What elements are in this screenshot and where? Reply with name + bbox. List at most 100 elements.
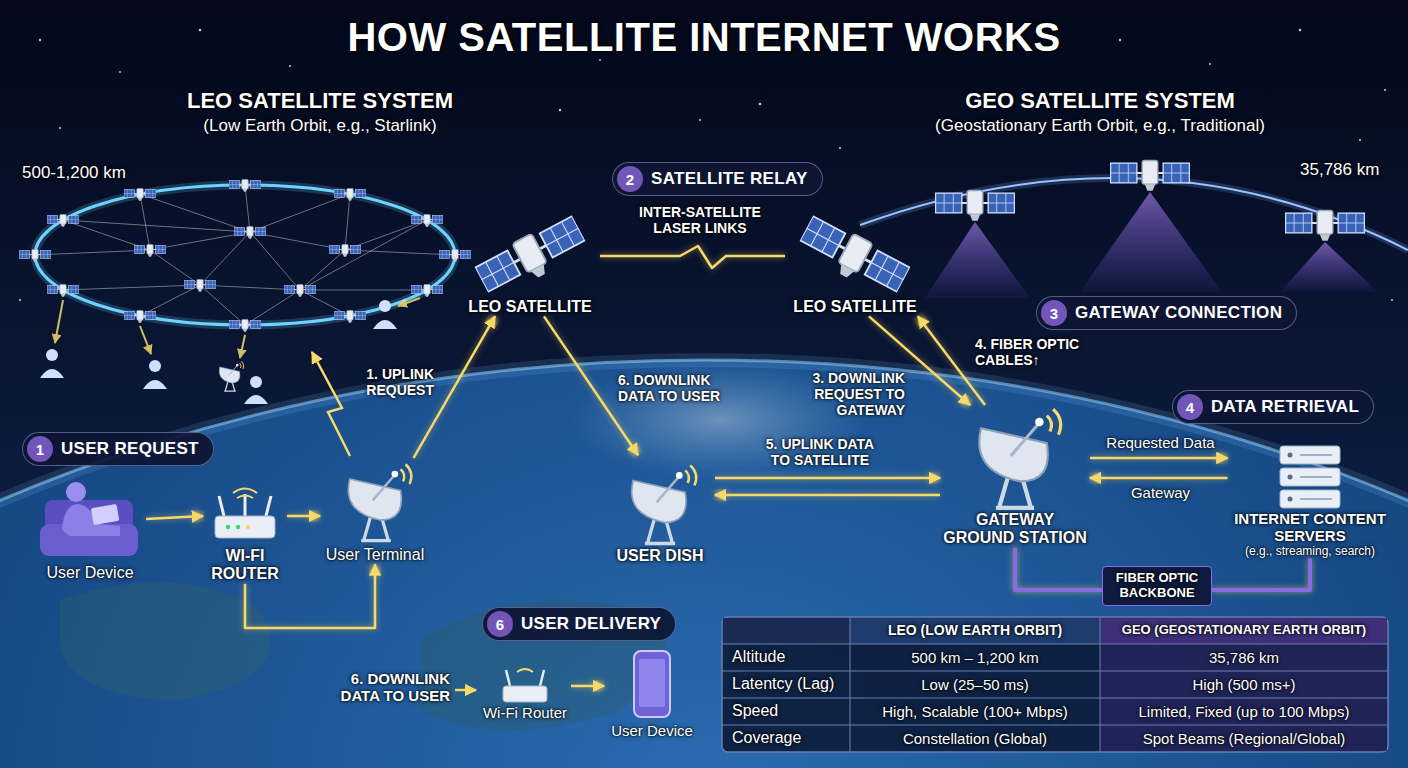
user-device-icon (66, 482, 86, 502)
step-heading: DATA RETRIEVAL (1211, 397, 1359, 417)
dish-icons (979, 409, 1060, 508)
backbone-box: FIBER OPTIC BACKBONE (1102, 566, 1212, 606)
stars (199, 29, 202, 32)
leo-constellation (229, 319, 261, 331)
earth (0, 360, 1408, 768)
server-icon (1288, 497, 1293, 502)
router-icon (226, 525, 230, 529)
constellation-users (219, 361, 244, 391)
connector (1015, 548, 1102, 590)
stars (1359, 139, 1361, 141)
comparison-table (723, 618, 850, 644)
connector-label: 5. UPLINK DATA TO SATELLITE (755, 436, 885, 468)
callout-number: 1 (27, 436, 53, 462)
connector (287, 515, 320, 518)
connector-label: 6. DOWNLINK DATA TO USER (618, 372, 738, 404)
table-cell: LEO (LOW EARTH ORBIT) (854, 617, 1096, 644)
connector-label: Requested Data (1098, 434, 1223, 451)
leo-constellation (439, 249, 471, 261)
connector (1090, 457, 1228, 460)
earth (0, 360, 1408, 768)
leo-constellation (47, 214, 79, 226)
dish-icons (632, 465, 697, 543)
router-icon (266, 496, 271, 516)
user-device-icon (91, 504, 120, 525)
earth (0, 360, 1408, 768)
table-cell: 500 km – 1,200 km (854, 644, 1096, 671)
leo-satellite-icons (473, 213, 590, 302)
comparison-table (722, 617, 1388, 752)
connector (918, 316, 985, 405)
server-icon (1288, 453, 1293, 458)
stars (39, 39, 41, 41)
constellation-users (240, 335, 245, 358)
callout-number: 6 (487, 611, 513, 637)
constellation-users (55, 300, 63, 343)
step-pill: 4DATA RETRIEVAL (1172, 390, 1374, 424)
connector-label: 3. DOWNLINK REQUEST TO GATEWAY (805, 370, 905, 418)
server-icon (1300, 455, 1332, 499)
connector (571, 685, 604, 688)
text-label: (Geostationary Earth Orbit, e.g., Tradit… (880, 116, 1320, 136)
delivery-router-icon (517, 669, 533, 672)
icon-label-node: User Terminal (320, 458, 430, 564)
step-heading: SATELLITE RELAY (651, 169, 808, 189)
step-heading: GATEWAY CONNECTION (1075, 303, 1282, 323)
server-icon (1280, 446, 1340, 508)
step-pill: 1USER REQUEST (22, 432, 214, 466)
step-heading: USER DELIVERY (521, 614, 661, 634)
icon-label-node: LEO SATELLITE (785, 216, 925, 316)
stars (19, 29, 1393, 301)
leo-constellation (124, 188, 156, 200)
geo-satellites (1280, 242, 1378, 292)
table-cell: High (500 ms+) (1104, 671, 1384, 698)
icon-label: WI-FI ROUTER (203, 547, 287, 584)
stars (699, 119, 701, 121)
icon-label: User Device (604, 722, 700, 739)
stars (1384, 89, 1386, 91)
connector (1212, 558, 1310, 590)
diagram-title: HOW SATELLITE INTERNET WORKS (0, 14, 1408, 60)
connector-label: 1. UPLINK REQUEST (352, 366, 434, 398)
table-cell: Coverage (732, 725, 846, 752)
delivery-router-icon (540, 670, 544, 686)
comparison-table (1100, 618, 1387, 644)
step-pill: 2 SATELLITE RELAY (612, 162, 823, 196)
table-cell: Speed (732, 698, 846, 725)
text-label: GEO SATELLITE SYSTEM (880, 88, 1320, 113)
leo-constellation (334, 310, 366, 322)
phone-icon (634, 651, 670, 717)
icon-label-node: GATEWAY GROUND STATION (940, 405, 1090, 548)
leo-constellation (124, 310, 156, 322)
text-label: (Low Earth Orbit, e.g., Starlink) (120, 116, 520, 136)
constellation-users (140, 326, 151, 354)
icon-label-node: User Device (34, 476, 146, 582)
stars (1391, 299, 1393, 301)
leo-constellation (47, 284, 79, 296)
stars (559, 109, 561, 111)
dish-icons (348, 464, 411, 540)
leo-constellation (234, 226, 266, 238)
geo-satellites (936, 191, 1015, 221)
connector (715, 477, 940, 480)
table-cell: Spot Beams (Regional/Global) (1104, 725, 1384, 752)
earth (60, 582, 270, 700)
icon-label-node: LEO SATELLITE (460, 216, 600, 316)
text-label: LEO SATELLITE SYSTEM (120, 88, 520, 113)
delivery-router-icon (506, 670, 510, 686)
router-icon (246, 525, 250, 529)
stars (119, 71, 121, 73)
icon-label: GATEWAY GROUND STATION (940, 511, 1090, 548)
constellation-users (250, 376, 262, 388)
icon-label: Wi-Fi Router (479, 704, 571, 721)
leo-constellation (229, 179, 261, 191)
delivery-arrow (455, 689, 476, 692)
text-label: 500-1,200 km (22, 163, 152, 183)
router-icon (215, 489, 275, 539)
connector-label: 4. FIBER OPTIC CABLES↑ (975, 336, 1090, 368)
constellation-users (398, 298, 420, 306)
icon-label-node: User Device (604, 648, 700, 739)
constellation-users (40, 369, 64, 378)
callout-number: 2 (617, 166, 643, 192)
earth (0, 360, 1408, 768)
